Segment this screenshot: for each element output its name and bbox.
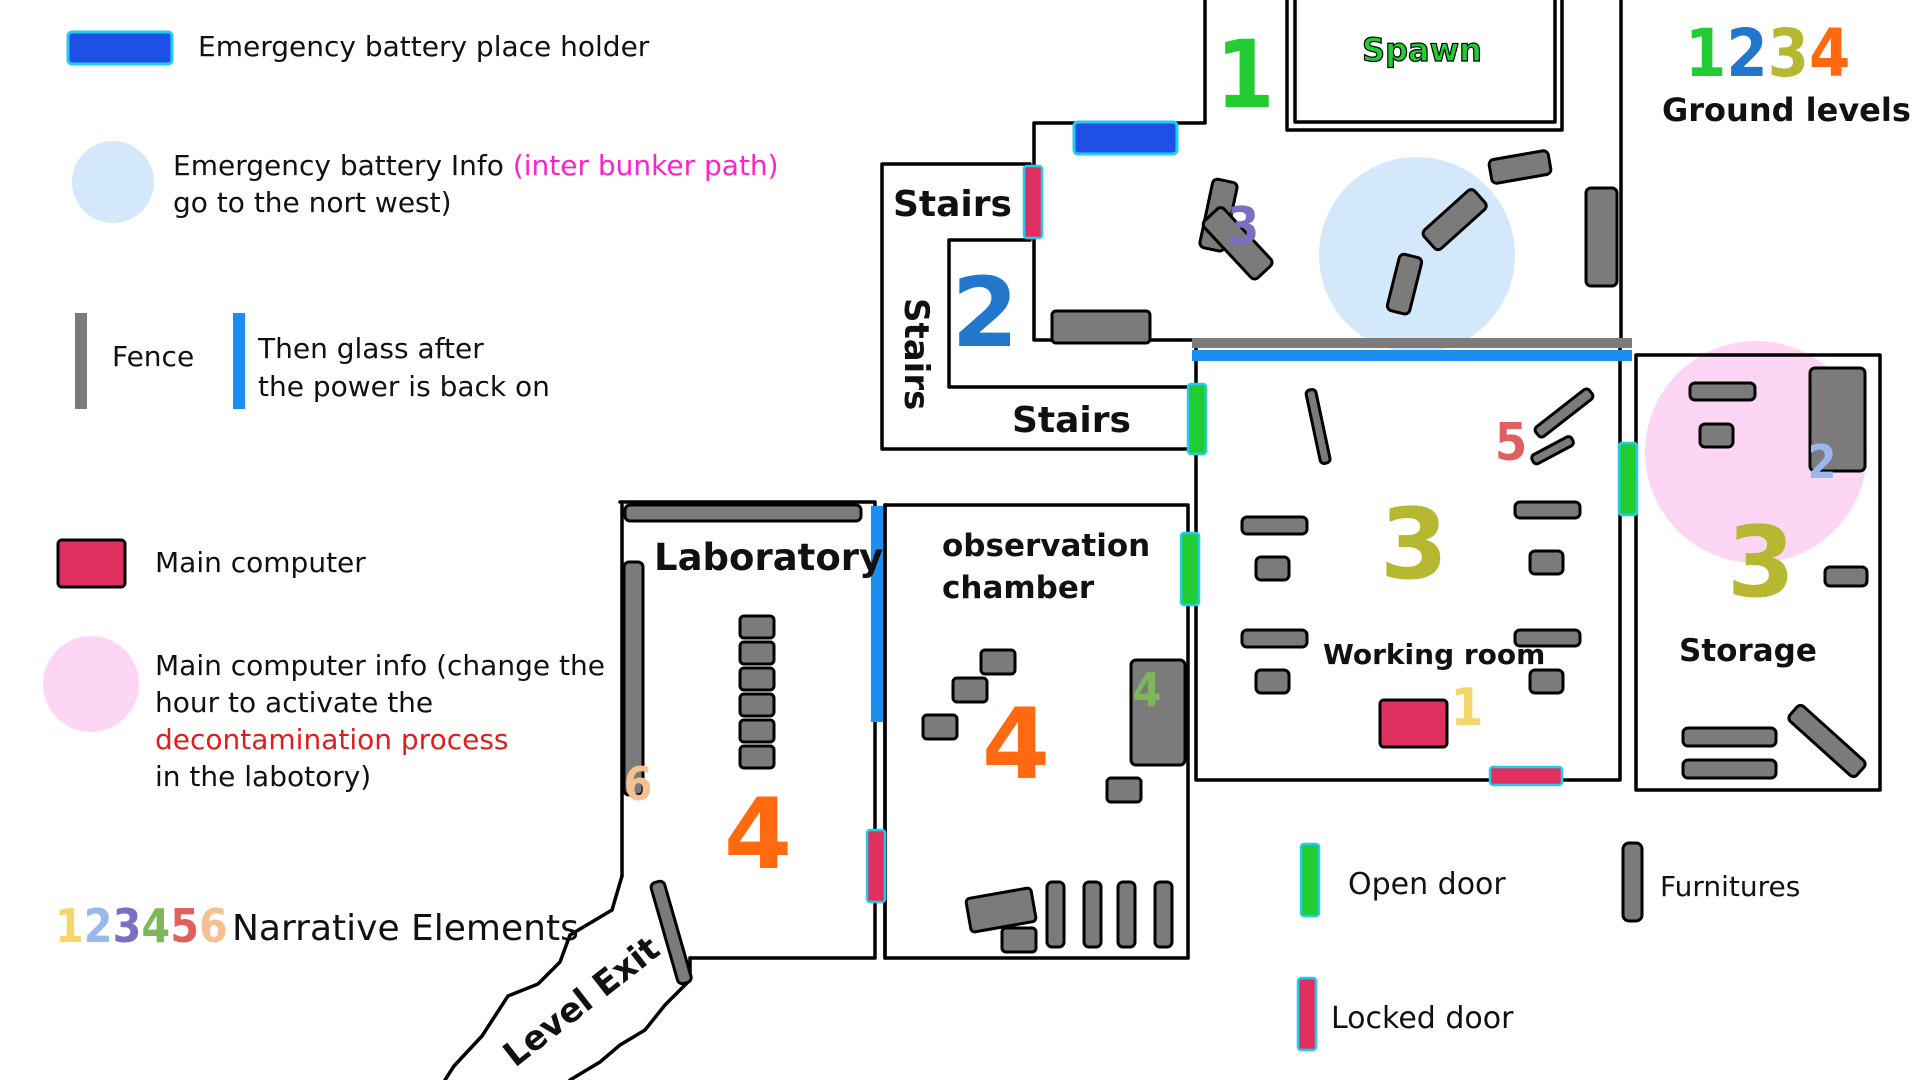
level-number-stairs: 2 [952,257,1019,369]
glass-wall-lab [871,506,883,722]
legend-glass-line1: Then glass after [257,332,484,365]
room-label-working: Working room [1323,638,1545,671]
legend-ground-digit-4: 4 [1809,15,1850,92]
main-computer[interactable] [1378,698,1449,749]
legend-furniture-swatch [1621,841,1644,923]
legend-computer-label: Main computer [155,546,366,579]
legend-battery-zone-swatch [72,141,154,223]
legend-open-door-label: Open door [1348,867,1506,902]
legend-computer-swatch [56,538,127,589]
narrative-marker-working-b: 1 [1451,678,1484,738]
legend-narrative-digit-5: 5 [170,899,199,953]
legend-computer-info-line1: Main computer info (change the [155,649,605,682]
level-number-spawn: 1 [1216,21,1275,130]
legend-ground-digit-3: 3 [1768,15,1809,92]
room-label-storage: Storage [1679,633,1817,669]
doors [865,164,1639,904]
legend-ground-levels-label: Ground levels [1662,91,1911,129]
legend-computer-zone-swatch [43,636,139,732]
level-number-observation: 4 [982,688,1050,802]
room-label-spawn: Spawn [1362,31,1482,69]
legend-narrative-digit-4: 4 [141,899,170,953]
legend-computer-info-line2: hour to activate the [155,686,433,719]
level-number-working: 3 [1380,488,1448,602]
room-label-observation-1: observation [942,528,1150,564]
open-door-storage[interactable] [1617,441,1639,517]
legend-narrative-digit-6: 6 [199,899,228,953]
level-number-laboratory: 4 [724,778,792,892]
room-label-stairs-bottom: Stairs [1012,400,1131,441]
legend-fence-label: Fence [112,340,194,373]
legend-narrative-label: Narrative Elements [232,908,579,949]
level-number-storage: 3 [1727,506,1795,620]
legend-ground-digit-1: 1 [1685,15,1726,92]
legend-glass-line2: the power is back on [258,370,550,403]
narrative-marker-laboratory: 6 [624,757,653,811]
legend-narrative-digit-1: 1 [55,899,84,953]
open-door-observation[interactable] [1179,531,1201,607]
room-label-stairs-top: Stairs [893,184,1012,225]
locked-door-lab[interactable] [865,828,887,904]
legend-ground-digit-2: 2 [1726,15,1767,92]
legend-narrative-digit-3: 3 [113,899,142,953]
narrative-marker-working-a: 5 [1495,413,1528,473]
open-door-stairs[interactable] [1186,382,1208,456]
legend-battery-info-line2: go to the nort west) [173,186,452,219]
locked-door-working[interactable] [1488,765,1564,787]
legend-computer-info-line4: in the labotory) [155,760,371,793]
room-label-stairs-vertical: Stairs [896,298,936,410]
legend-computer-info-highlight: decontamination process [155,723,509,756]
legend-battery-info: Emergency battery Info (inter bunker pat… [173,149,779,182]
narrative-marker-storage: 2 [1808,435,1837,489]
locked-door-stairs[interactable] [1022,164,1044,240]
legend-battery-swatch [66,30,174,66]
room-label-level-exit: Level Exit [496,929,668,1075]
legend-battery-info-highlight: (inter bunker path) [513,149,779,182]
furniture [622,149,1869,986]
room-label-observation-2: chamber [942,570,1095,606]
battery-info-zone [1319,157,1515,353]
legend-battery-info-prefix: Emergency battery Info [173,149,513,182]
legend-locked-door-label: Locked door [1331,1001,1514,1036]
legend-glass-swatch [233,313,245,409]
narrative-marker-observation: 4 [1133,663,1162,717]
glass-wall [1192,350,1632,361]
fence-bar [1192,338,1632,348]
battery-placeholder[interactable] [1072,120,1179,156]
legend-narrative: 123456 [55,899,228,953]
legend-locked-door-swatch [1296,976,1318,1052]
narrative-marker-spawn: 3 [1227,197,1260,257]
room-label-laboratory: Laboratory [654,536,883,579]
legend-battery-label: Emergency battery place holder [198,30,650,63]
legend-furniture-label: Furnitures [1660,870,1800,903]
legend-fence-swatch [75,313,87,409]
legend-open-door-swatch [1299,842,1321,918]
legend-narrative-digit-2: 2 [84,899,113,953]
legend-ground-digits: 1234 [1685,15,1850,92]
